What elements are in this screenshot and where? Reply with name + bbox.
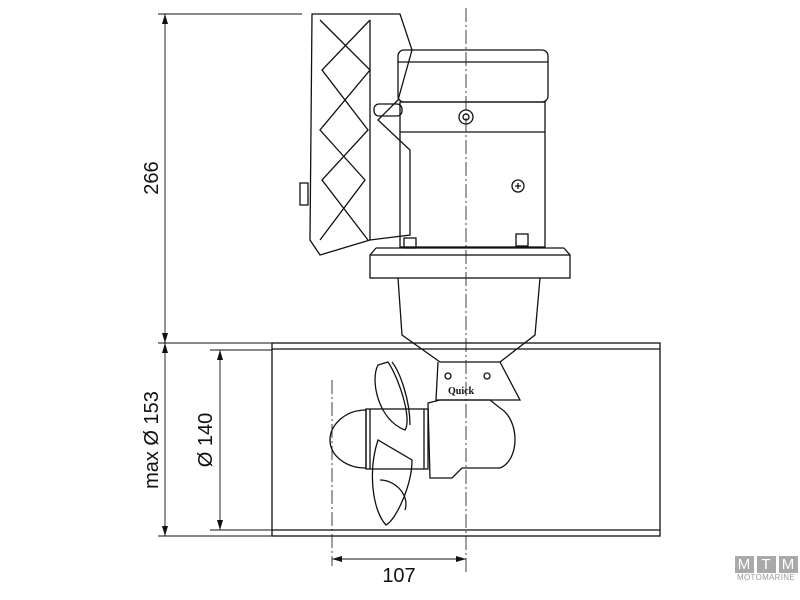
- quick-logo: Quick: [448, 386, 475, 397]
- watermark-letter: M: [778, 556, 798, 573]
- watermark-letter: M: [734, 556, 754, 573]
- dimension-266: 266: [141, 161, 163, 194]
- electric-motor: [369, 49, 571, 279]
- motomarine-watermark: M T M MOTOMARINE: [733, 556, 799, 582]
- propeller: [329, 361, 429, 526]
- gear-leg: [397, 277, 541, 401]
- watermark-name: MOTOMARINE: [737, 573, 795, 582]
- gear-housing: Quick: [427, 372, 516, 479]
- arrowheads: [162, 14, 466, 562]
- dimension-107: 107: [382, 565, 415, 587]
- dimension-tunnel-diameter: Ø 140: [195, 413, 217, 467]
- dimension-lines: [158, 13, 466, 560]
- watermark-letter: T: [756, 556, 776, 573]
- tunnel-tube: [271, 342, 661, 537]
- dimension-max-diameter: max Ø 153: [141, 391, 163, 489]
- motor-bracket: [299, 13, 413, 256]
